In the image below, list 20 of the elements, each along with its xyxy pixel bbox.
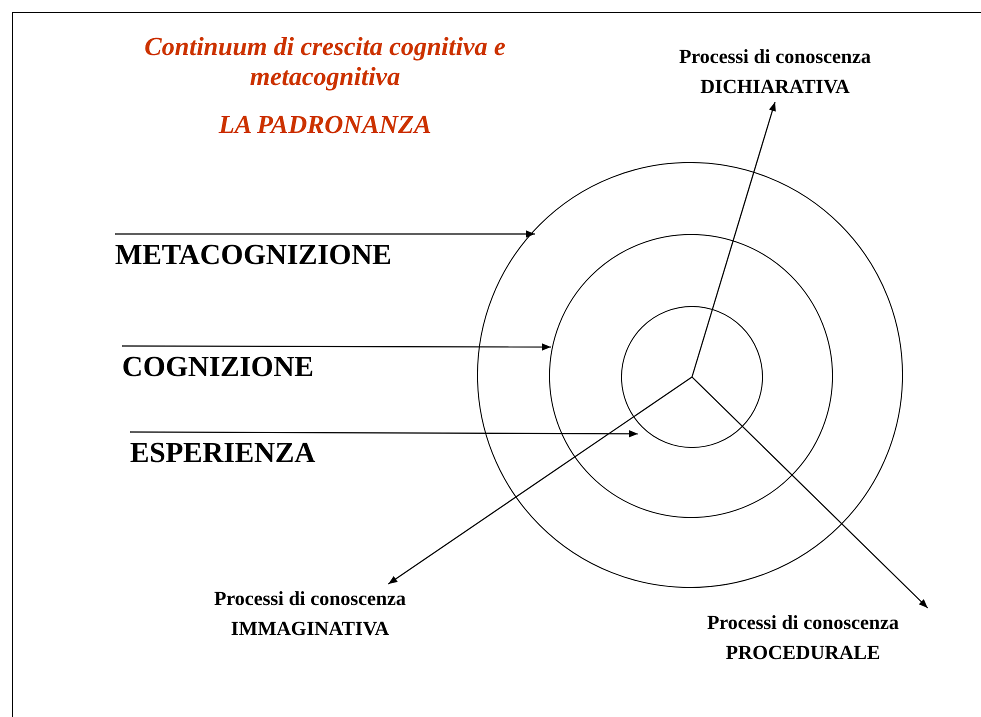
axis-arrow [692, 376, 928, 608]
level-label: COGNIZIONE [122, 346, 314, 385]
level-label: ESPERIENZA [130, 432, 316, 471]
ring-circle [621, 306, 763, 448]
process-type-label: PROCEDURALE [724, 641, 882, 666]
process-type-label: DICHIARATIVA [699, 75, 851, 100]
leader-arrow [130, 430, 638, 438]
process-label: Processi di conoscenza [706, 611, 900, 636]
subtitle: LA PADRONANZA [218, 110, 432, 140]
axis-arrow [691, 102, 776, 378]
process-label: Processi di conoscenza [213, 587, 407, 612]
leader-arrow [122, 343, 551, 351]
process-label: Processi di conoscenza [678, 45, 872, 70]
leader-arrow [115, 230, 535, 238]
ring-circle [477, 162, 903, 588]
title: Continuum di crescita cognitiva e metacognitiva [143, 32, 507, 92]
ring-circle [549, 234, 833, 518]
axis-arrow [388, 376, 692, 584]
level-label: METACOGNIZIONE [115, 234, 392, 273]
process-type-label: IMMAGINATIVA [230, 617, 390, 642]
